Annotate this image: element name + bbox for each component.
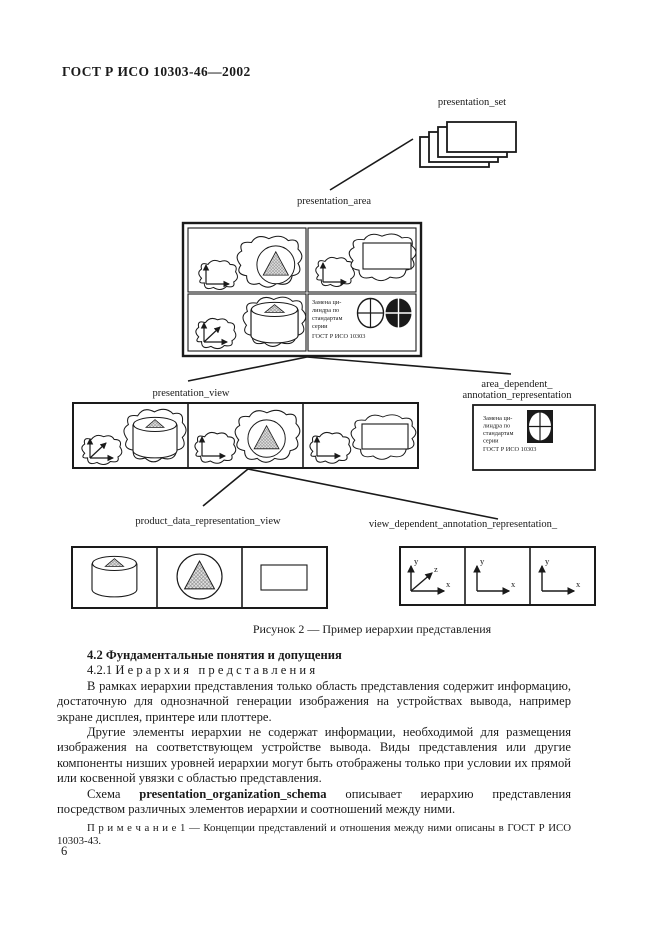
view-dependent-strip: y z x y x y x xyxy=(399,546,596,606)
figure-2-diagram: presentation_set presentation_area xyxy=(71,97,596,636)
annotation-text-area-cell: Замена ци- линдра по стандартам серии ГО… xyxy=(312,299,365,340)
cylinder-icon xyxy=(250,301,299,344)
annotation-line: ГОСТ Р ИСО 10303 xyxy=(483,446,536,453)
connector-view-to-view-dependent xyxy=(247,468,499,520)
axes-2d-icon xyxy=(538,564,576,595)
annotation-line: стандартам xyxy=(312,315,342,322)
view-dependent-label: view_dependent_annotation_representation… xyxy=(369,519,558,530)
presentation-set-stack-icon xyxy=(419,121,517,168)
rectangle-icon xyxy=(361,423,409,450)
paragraph-3: Схема presentation_organization_schema о… xyxy=(57,787,571,818)
axes-2d-icon xyxy=(473,564,511,595)
annotation-line: серии xyxy=(312,323,328,330)
axes-blob xyxy=(309,431,352,464)
axis-label-x: x xyxy=(511,579,516,589)
figure-caption: Рисунок 2 — Пример иерархии представлени… xyxy=(253,622,492,636)
connector-area-to-view xyxy=(187,356,308,382)
cylinder-icon xyxy=(132,416,178,459)
axes-blob xyxy=(81,434,123,466)
schema-name: presentation_organization_schema xyxy=(139,786,327,801)
page-header: ГОСТ Р ИСО 10303-46—2002 xyxy=(62,64,251,79)
connector-area-to-annotation xyxy=(306,356,512,375)
connector-set-to-area xyxy=(329,138,414,191)
presentation-view-label: presentation_view xyxy=(153,388,230,399)
ellipse-in-black-square-icon xyxy=(527,410,553,443)
cylinder-icon xyxy=(91,555,138,598)
axis-label-y: y xyxy=(414,556,419,566)
annotation-line: стандартам xyxy=(483,430,513,437)
paragraph-3-text: Схема xyxy=(87,786,140,801)
axis-label-x: x xyxy=(446,579,451,589)
axis-label-z: z xyxy=(434,564,438,574)
paragraph-3-text: описывает иерархию представления посредс… xyxy=(57,786,571,817)
rectangle-icon xyxy=(260,564,308,591)
axis-label-y: y xyxy=(545,556,550,566)
triangle-in-circle-icon xyxy=(247,419,286,458)
area-dependent-label-line1: area_dependent_ xyxy=(481,379,553,390)
axis-label-x: x xyxy=(576,579,581,589)
area-dependent-annotation-box: Замена ци- линдра по стандартам серии ГО… xyxy=(472,404,596,471)
axis-label-y: y xyxy=(480,556,485,566)
section-heading: 4.2 Фундаментальные понятия и допущения xyxy=(87,648,342,662)
annotation-line: линдра по xyxy=(483,423,510,430)
note-1: П р и м е ч а н и е 1 — Концепции предст… xyxy=(57,822,571,848)
axes-blob xyxy=(194,431,237,464)
double-ellipse-icon xyxy=(356,297,412,329)
paragraph-2: Другие элементы иерархии не содержат инф… xyxy=(57,725,571,786)
presentation-area-label: presentation_area xyxy=(297,196,371,207)
page-number: 6 xyxy=(61,844,68,858)
connector-view-to-product xyxy=(202,468,249,507)
annotation-line: Замена ци- xyxy=(483,415,512,422)
paragraph-1: В рамках иерархии представления только о… xyxy=(57,678,571,724)
subsection-heading: 4.2.1 И е р а р х и я п р е д с т а в л … xyxy=(87,663,316,678)
annotation-line: линдра по xyxy=(312,307,339,314)
annotation-line: серии xyxy=(483,438,499,445)
presentation-view-strip xyxy=(72,402,419,469)
area-dependent-label-line2: annotation_representation xyxy=(462,390,572,401)
rectangle-icon xyxy=(362,242,412,270)
triangle-in-circle-icon xyxy=(176,553,223,600)
annotation-line: Замена ци- xyxy=(312,299,341,306)
product-data-label: product_data_representation_view xyxy=(135,516,281,527)
axes-blob xyxy=(195,317,237,350)
annotation-line: ГОСТ Р ИСО 10303 xyxy=(312,333,365,340)
axes-blob xyxy=(198,259,238,291)
presentation-area-box: Замена ци- линдра по стандартам серии ГО… xyxy=(181,221,423,358)
body-text: 4.2 Фундаментальные понятия и допущения … xyxy=(57,648,571,848)
triangle-in-circle-icon xyxy=(256,245,296,285)
presentation-set-label: presentation_set xyxy=(438,97,506,108)
product-data-strip xyxy=(71,546,328,609)
axes-3d-icon xyxy=(407,564,446,595)
